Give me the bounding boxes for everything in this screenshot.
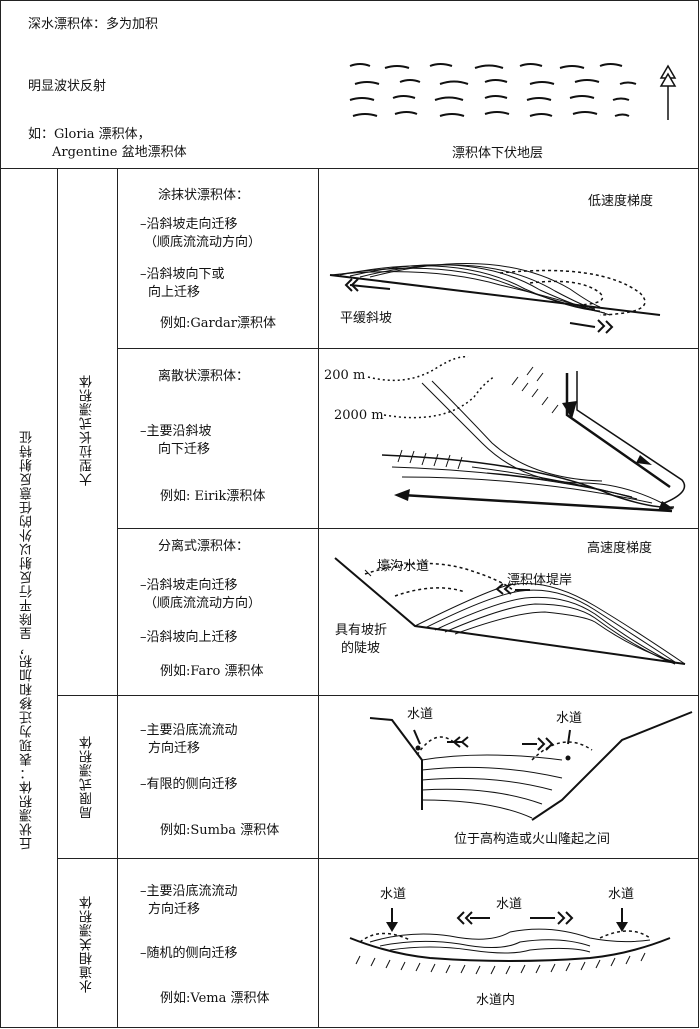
- discrete-drift-figure: 200 m 2000 m: [324, 355, 686, 513]
- smeared-item1-a: –沿斜坡走向迁移: [140, 217, 238, 232]
- channel-caption: 水道内: [476, 992, 515, 1008]
- confined-example: 例如:Sumba 漂积体: [160, 823, 280, 838]
- smeared-label-top: 低速度梯度: [588, 193, 653, 209]
- detached-label-moat: 壕沟水道: [377, 558, 429, 574]
- divider-row1: [117, 348, 699, 349]
- channel-item1-b: 方向迁移: [148, 902, 201, 917]
- smeared-item1-b: （顺底流流动方向）: [144, 235, 262, 250]
- confined-item2-a: –有限的侧向迁移: [140, 777, 238, 792]
- wavy-reflection-figure: [349, 63, 677, 120]
- channel-label-right: 水道: [608, 887, 634, 902]
- discrete-item1-b: 向下迁移: [158, 442, 211, 457]
- channel-item2-a: –随机的侧向迁移: [140, 946, 238, 961]
- detached-label-levee: 漂积体堤岸: [507, 572, 572, 588]
- discrete-depth-2000: 2000 m: [334, 408, 384, 423]
- channel-label-left: 水道: [380, 887, 406, 902]
- detached-item2-a: –沿斜坡向上迁移: [140, 630, 238, 645]
- divider-row3: [57, 695, 699, 696]
- smeared-label-slope: 平缓斜坡: [340, 311, 392, 326]
- divider-top: [0, 168, 699, 169]
- detached-item1-a: –沿斜坡走向迁移: [140, 578, 238, 593]
- group-channel-label: 水道相关漂积体: [80, 895, 95, 993]
- confined-caption: 位于高构造或火山隆起之间: [454, 831, 610, 847]
- discrete-depth-200: 200 m: [324, 368, 365, 383]
- detached-item1-b: （顺底流流动方向）: [144, 596, 262, 611]
- smeared-item2-a: –沿斜坡向下或: [140, 267, 225, 282]
- channel-item1-a: –主要沿底流流动: [140, 884, 238, 899]
- smeared-title: 涂抹状漂积体：: [158, 188, 250, 203]
- confined-drift-figure: 水道 水道 位于高构造或火山隆起之间: [369, 707, 693, 847]
- top-example-2: Argentine 盆地漂积体: [52, 145, 187, 160]
- smeared-drift-figure: 低速度梯度 平缓斜坡: [329, 193, 661, 334]
- top-example-1: 如：Gloria 漂积体，: [28, 127, 151, 142]
- discrete-title: 离散状漂积体：: [158, 369, 250, 384]
- detached-title: 分离式漂积体：: [158, 539, 250, 554]
- detached-label-top: 高速度梯度: [587, 540, 652, 556]
- discrete-example: 例如: Eirik漂积体: [160, 489, 266, 504]
- outer-mounded-label: 丘状漂积体：表现为迁移和加积，呈除平行反射以外的任意反射特征: [20, 430, 35, 850]
- group-elongated-label: 大型拉长式漂积体: [80, 374, 95, 486]
- confined-item1-a: –主要沿底流流动: [140, 723, 238, 738]
- divider-col3: [318, 168, 319, 1028]
- channel-drift-figure: 水道 水道 水道 水道内: [349, 887, 671, 1008]
- top-figure-caption: 漂积体下伏地层: [452, 146, 544, 161]
- detached-label-slope1: 具有坡折: [335, 623, 387, 638]
- top-title: 深水漂积体：多为加积: [28, 17, 159, 32]
- smeared-example: 例如:Gardar漂积体: [160, 316, 277, 331]
- divider-row4: [57, 858, 699, 859]
- confined-item1-b: 方向迁移: [148, 741, 201, 756]
- top-feature: 明显波状反射: [28, 79, 107, 94]
- smeared-item2-b: 向上迁移: [148, 285, 201, 300]
- discrete-item1-a: –主要沿斜坡: [140, 424, 212, 439]
- detached-drift-figure: 高速度梯度 壕沟水道 漂积体堤岸 具有坡折 的陡坡: [334, 540, 686, 665]
- confined-channel-left: 水道: [407, 707, 433, 722]
- group-confined-label: 局限式漂积体: [80, 735, 95, 819]
- divider-row2: [117, 528, 699, 529]
- channel-example: 例如:Vema 漂积体: [160, 991, 270, 1006]
- confined-channel-right: 水道: [556, 711, 582, 726]
- detached-example: 例如:Faro 漂积体: [160, 664, 264, 679]
- detached-label-slope2: 的陡坡: [341, 640, 380, 656]
- divider-col2: [117, 168, 118, 1028]
- divider-col1: [57, 168, 58, 1028]
- channel-label-mid: 水道: [496, 897, 522, 912]
